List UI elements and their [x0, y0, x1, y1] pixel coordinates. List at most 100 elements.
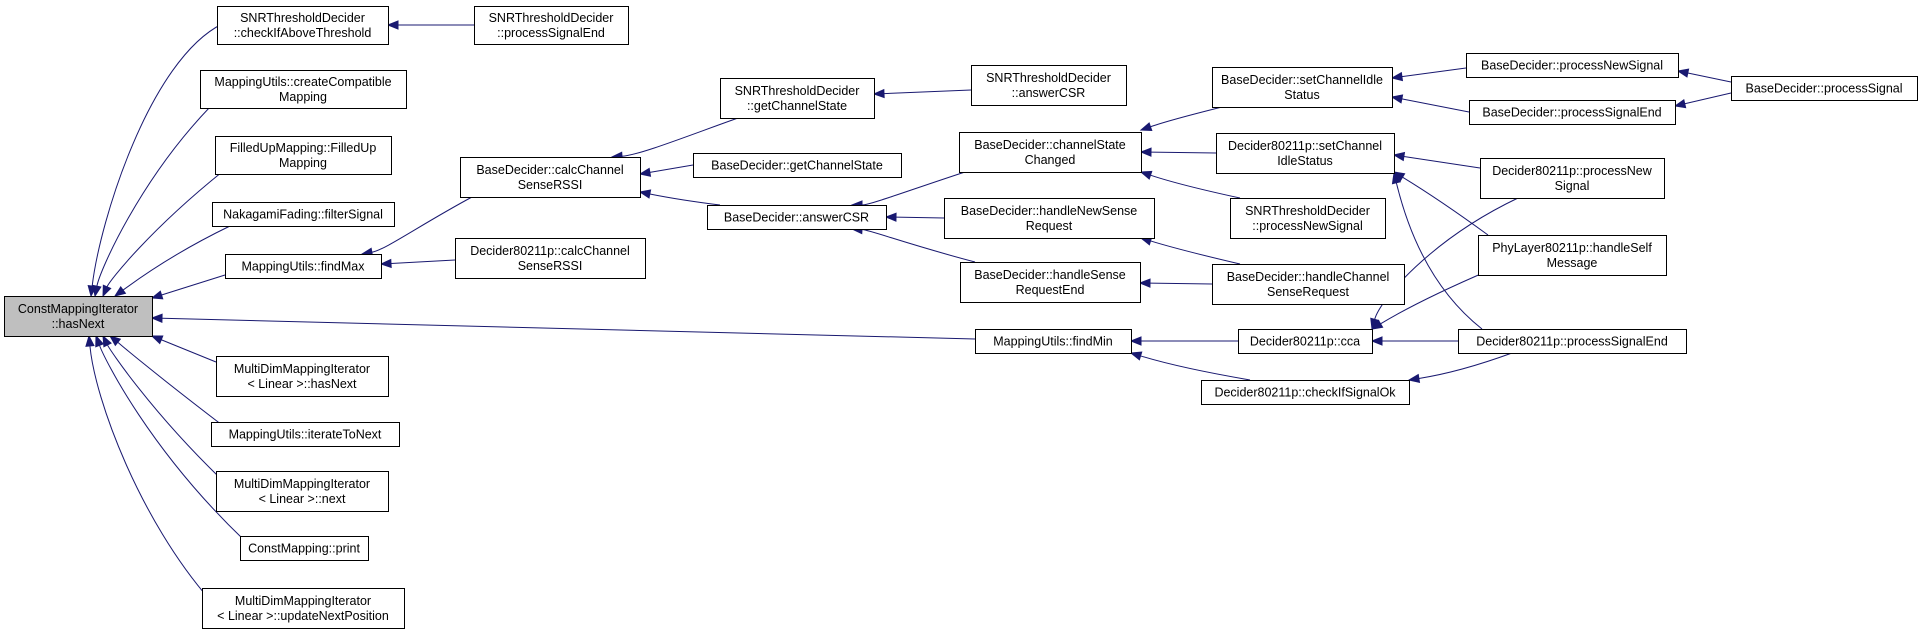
node-label: ::getChannelState [747, 99, 847, 113]
graph-node-root[interactable]: ConstMappingIterator::hasNext [4, 296, 153, 337]
call-edge-snr_pns-to-bd_csc [1139, 170, 1241, 199]
node-box [216, 471, 389, 512]
graph-node-filled[interactable]: FilledUpMapping::FilledUpMapping [215, 136, 392, 175]
call-edge-d_pns-to-d_scis [1392, 151, 1481, 169]
call-edge-d_pse-to-d_cca [1370, 336, 1458, 346]
edge-line [649, 193, 721, 206]
graph-node-bd-pse[interactable]: BaseDecider::processSignalEnd [1469, 100, 1676, 125]
node-label: SNRThresholdDecider [489, 11, 614, 25]
edge-line [895, 216, 945, 219]
edge-arrowhead [102, 334, 112, 348]
edge-line [1149, 282, 1213, 285]
edge-line [1687, 72, 1732, 83]
call-edge-bd_hnsr-to-bd_acsr [884, 212, 945, 222]
call-edge-mdmi_hasnext-to-root [150, 335, 217, 363]
graph-node-d-cca[interactable]: Decider80211p::cca [1238, 329, 1373, 354]
node-label: FilledUpMapping::FilledUp [230, 141, 377, 155]
node-label: MappingUtils::findMin [993, 335, 1113, 349]
edge-line [1140, 355, 1251, 381]
node-label: BaseDecider::handleNewSense [961, 204, 1138, 218]
node-box [217, 6, 389, 45]
graph-node-bd-getcs[interactable]: BaseDecider::getChannelState [693, 153, 902, 178]
call-edge-d_pns-to-d_cca [1370, 197, 1519, 331]
edge-arrowhead [379, 258, 392, 269]
call-edge-d_scis-to-bd_csc [1139, 147, 1217, 157]
call-edge-bd_getcs-to-bd_calc [638, 164, 694, 177]
edge-arrowhead [1407, 373, 1421, 384]
graph-node-snr-pns[interactable]: SNRThresholdDecider::processNewSignal [1230, 198, 1386, 239]
node-label: IdleStatus [1277, 154, 1333, 168]
edge-line [883, 89, 972, 95]
node-box [212, 202, 395, 227]
call-edge-snr_pse-to-snr_check [386, 20, 474, 30]
edge-arrowhead [92, 284, 102, 298]
node-label: Decider80211p::setChannel [1228, 139, 1382, 153]
node-box [1469, 100, 1676, 125]
node-label: Changed [1025, 153, 1076, 167]
node-box [1212, 67, 1393, 108]
graph-node-mu-findmin[interactable]: MappingUtils::findMin [975, 329, 1132, 354]
node-box [1480, 158, 1665, 199]
node-box [1230, 198, 1386, 239]
graph-node-d-cso[interactable]: Decider80211p::checkIfSignalOk [1201, 380, 1410, 405]
edge-arrowhead [95, 334, 105, 348]
call-edge-bd_scis-to-bd_csc [1139, 106, 1223, 132]
graph-node-naka[interactable]: NakagamiFading::filterSignal [212, 202, 395, 227]
node-label: SNRThresholdDecider [735, 84, 860, 98]
node-box [4, 296, 153, 337]
edge-line [621, 117, 739, 157]
call-edge-bd_pns-to-bd_scis [1390, 67, 1467, 82]
edge-arrowhead [1139, 147, 1152, 157]
node-label: Status [1284, 88, 1319, 102]
node-label: BaseDecider::processSignalEnd [1482, 106, 1661, 120]
edge-arrowhead [150, 290, 164, 300]
call-edge-bd_acsr-to-bd_calc [638, 189, 721, 206]
node-box [200, 70, 407, 109]
graph-node-bd-pns[interactable]: BaseDecider::processNewSignal [1466, 53, 1679, 78]
edge-line [1150, 174, 1241, 199]
graph-node-d-pse[interactable]: Decider80211p::processSignalEnd [1458, 329, 1687, 354]
graph-node-snr-pse[interactable]: SNRThresholdDecider::processSignalEnd [474, 6, 629, 45]
graph-node-mdmi-hasnext[interactable]: MultiDimMappingIterator< Linear >::hasNe… [216, 356, 389, 397]
edge-line [107, 344, 221, 479]
node-label: MultiDimMappingIterator [234, 362, 370, 376]
call-edge-mu_findmax-to-root [150, 274, 226, 300]
graph-node-snr-acsr[interactable]: SNRThresholdDecider::answerCSR [971, 65, 1127, 106]
call-edge-mu_create-to-root [92, 106, 211, 298]
node-label: MappingUtils::createCompatible [214, 75, 391, 89]
node-label: NakagamiFading::filterSignal [223, 208, 383, 222]
graph-node-mu-iter[interactable]: MappingUtils::iterateToNext [211, 422, 400, 447]
graph-node-snr-getcs[interactable]: SNRThresholdDecider::getChannelState [720, 78, 875, 119]
graph-node-mu-findmax[interactable]: MappingUtils::findMax [225, 254, 382, 279]
node-box [240, 536, 369, 561]
graph-node-cm-print[interactable]: ConstMapping::print [240, 536, 369, 561]
graph-node-mdmi-next[interactable]: MultiDimMappingIterator< Linear >::next [216, 471, 389, 512]
call-edge-snr_acsr-to-snr_getcs [872, 88, 972, 99]
node-box [1201, 380, 1410, 405]
edge-arrowhead [1673, 99, 1687, 109]
edge-arrowhead [85, 334, 95, 347]
graph-node-bd-ps[interactable]: BaseDecider::processSignal [1731, 76, 1918, 101]
edge-arrowhead [1138, 278, 1151, 288]
node-label: SenseRSSI [518, 259, 583, 273]
edge-arrowhead [638, 189, 652, 199]
graph-node-mdmi-unp[interactable]: MultiDimMappingIterator< Linear >::updat… [202, 588, 405, 629]
edge-arrowhead [1370, 319, 1384, 330]
graph-node-bd-acsr[interactable]: BaseDecider::answerCSR [707, 205, 887, 230]
edge-line [390, 259, 456, 264]
graph-node-snr-check[interactable]: SNRThresholdDecider::checkIfAboveThresho… [217, 6, 389, 45]
node-label: ConstMappingIterator [18, 302, 138, 316]
graph-node-d-pns[interactable]: Decider80211p::processNewSignal [1480, 158, 1665, 199]
node-box [1212, 264, 1405, 305]
